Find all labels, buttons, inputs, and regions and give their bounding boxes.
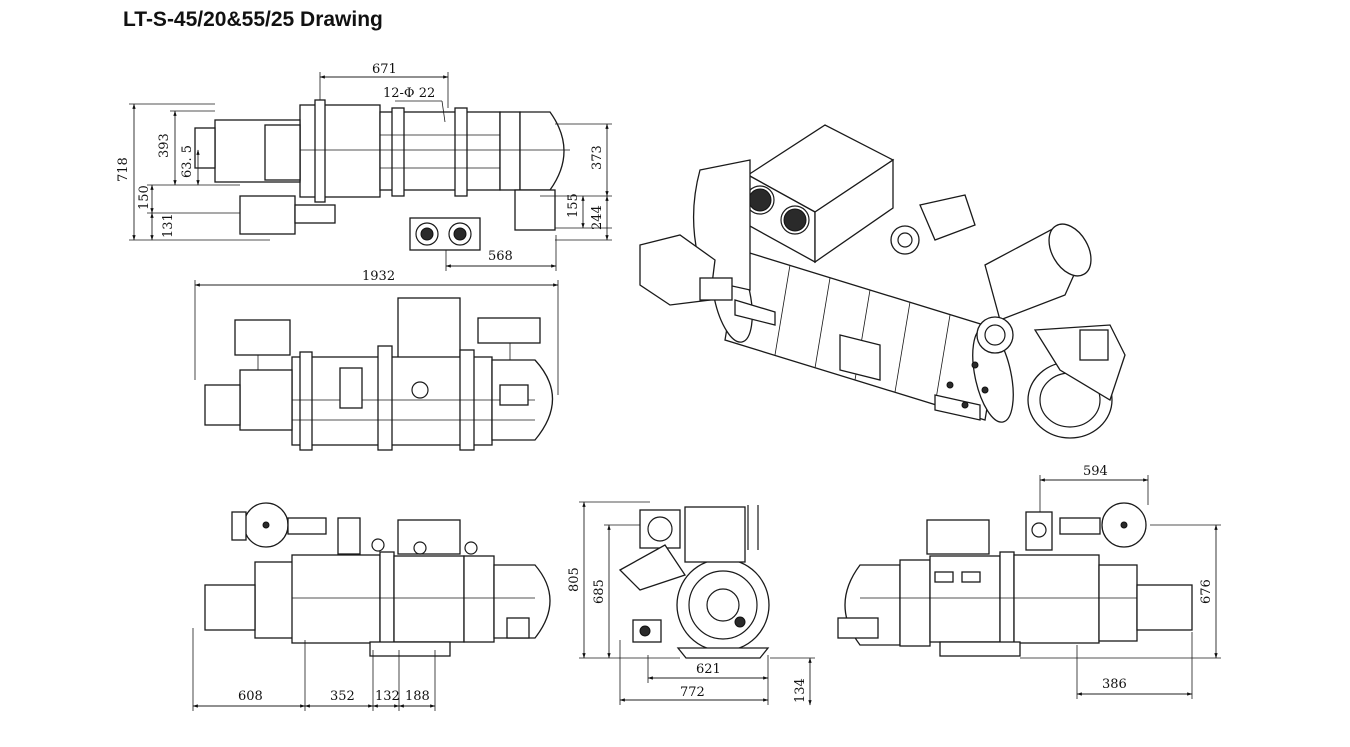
dim-568: 568: [488, 249, 513, 264]
drawing-title: LT-S-45/20&55/25 Drawing: [123, 8, 383, 31]
dim-676: 676: [1199, 579, 1214, 604]
dim-188: 188: [405, 689, 430, 704]
dim-608: 608: [238, 689, 263, 704]
top-view: 671 12-Φ 22 718 393 63. 5 150 131 373 15…: [116, 62, 612, 271]
rear-view: 594 676 386: [837, 464, 1221, 699]
dim-132: 132: [375, 689, 400, 704]
dim-63-5: 63. 5: [180, 145, 195, 178]
dim-718: 718: [116, 157, 131, 182]
dim-386: 386: [1102, 677, 1127, 692]
dim-393: 393: [157, 133, 172, 158]
side-view-left: 608 352 132 188: [192, 502, 551, 711]
dim-352: 352: [330, 689, 355, 704]
dim-150: 150: [137, 185, 152, 210]
front-view: 1932: [194, 269, 559, 451]
dim-594: 594: [1083, 464, 1108, 479]
dim-805: 805: [567, 567, 582, 592]
dim-134: 134: [793, 678, 808, 703]
dim-155: 155: [566, 193, 581, 218]
dim-685: 685: [592, 579, 607, 604]
dim-772: 772: [680, 685, 705, 700]
end-view: 805 685 621 772 134: [567, 501, 815, 706]
dim-671: 671: [372, 62, 397, 77]
dim-373: 373: [590, 145, 605, 170]
dim-244: 244: [590, 205, 605, 230]
dim-621: 621: [696, 662, 721, 677]
dim-131: 131: [161, 213, 176, 238]
dim-bolt-holes: 12-Φ 22: [383, 86, 435, 101]
dim-1932: 1932: [362, 269, 395, 284]
isometric-view: [639, 124, 1126, 439]
